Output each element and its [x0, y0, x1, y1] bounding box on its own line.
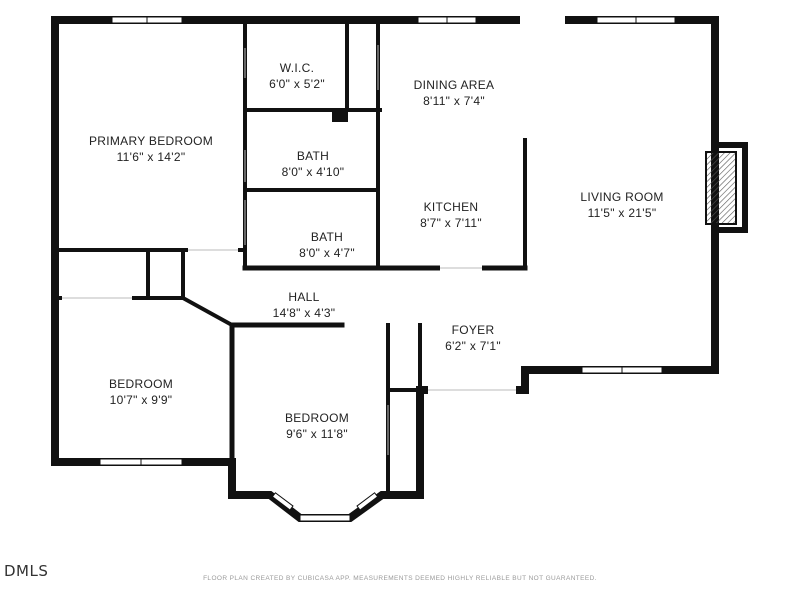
window — [356, 492, 379, 511]
room-name-primary-bedroom: PRIMARY BEDROOM — [89, 134, 213, 148]
wall — [180, 295, 235, 328]
room-dim-foyer: 6'2" x 7'1" — [445, 339, 501, 353]
room-dim-hall: 14'8" x 4'3" — [273, 306, 336, 320]
room-dim-bath-1: 8'0" x 4'10" — [282, 165, 345, 179]
room-name-bedroom-1: BEDROOM — [109, 377, 173, 391]
door-jambs — [62, 45, 516, 455]
room-labels: PRIMARY BEDROOM 11'6" x 14'2" W.I.C. 6'0… — [89, 61, 663, 441]
windows — [99, 16, 676, 522]
window — [299, 514, 351, 522]
exterior-wall — [51, 16, 719, 394]
room-dim-primary-bedroom: 11'6" x 14'2" — [117, 150, 186, 164]
room-dim-kitchen: 8'7" x 7'11" — [420, 216, 482, 230]
room-dim-living-room: 11'5" x 21'5" — [588, 206, 657, 220]
room-name-bath-1: BATH — [297, 149, 329, 163]
room-name-bath-2: BATH — [311, 230, 343, 244]
room-name-foyer: FOYER — [452, 323, 495, 337]
room-name-wic: W.I.C. — [280, 61, 314, 75]
wall-block — [332, 108, 348, 122]
room-dim-bath-2: 8'0" x 4'7" — [299, 246, 355, 260]
room-dim-dining-area: 8'11" x 7'4" — [423, 94, 485, 108]
doorway — [520, 15, 565, 25]
room-dim-wic: 6'0" x 5'2" — [269, 77, 325, 91]
room-dim-bedroom-1: 10'7" x 9'9" — [110, 393, 173, 407]
mls-logo: DMLS — [4, 562, 49, 580]
window — [271, 492, 294, 511]
room-name-bedroom-2: BEDROOM — [285, 411, 349, 425]
room-name-living-room: LIVING ROOM — [580, 190, 663, 204]
room-name-kitchen: KITCHEN — [424, 200, 479, 214]
fireplace — [705, 151, 737, 225]
fireplace-wall — [712, 142, 748, 233]
room-name-hall: HALL — [288, 290, 319, 304]
disclaimer-text: FLOOR PLAN CREATED BY CUBICASA APP. MEAS… — [203, 575, 597, 582]
walls — [51, 16, 748, 522]
room-dim-bedroom-2: 9'6" x 11'8" — [286, 427, 348, 441]
room-name-dining-area: DINING AREA — [414, 78, 495, 92]
